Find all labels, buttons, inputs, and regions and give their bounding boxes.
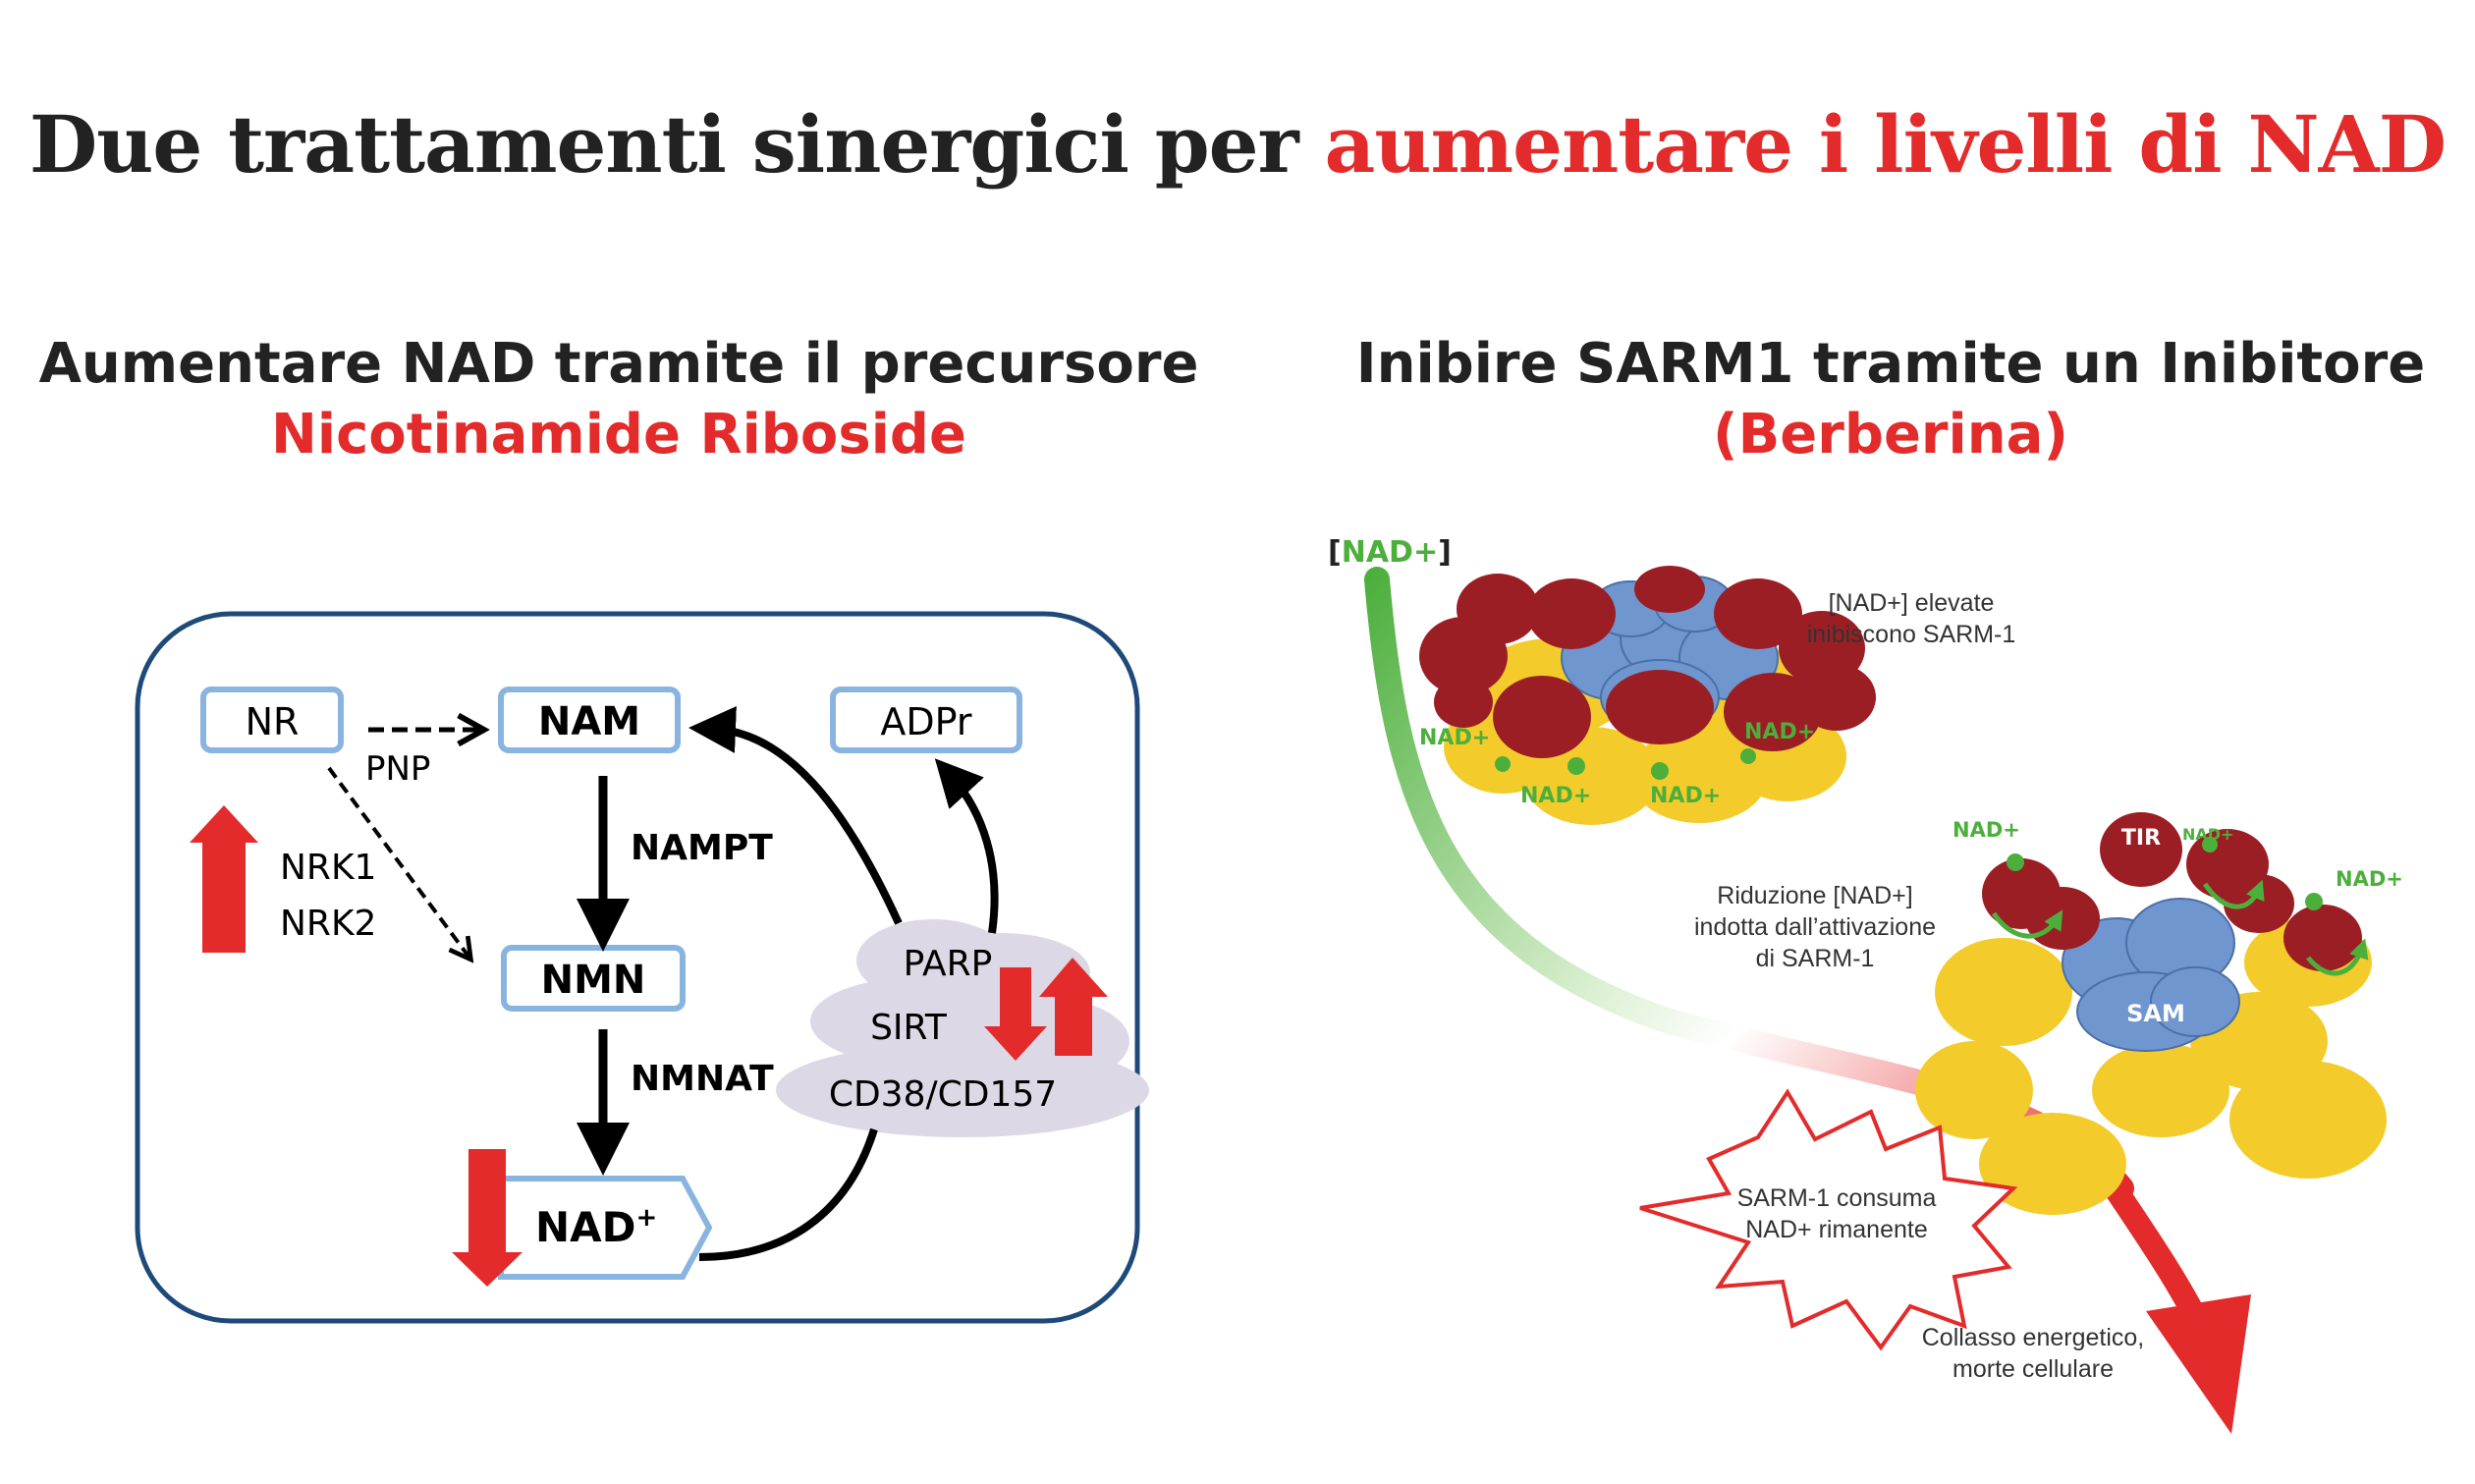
caption-collapse-1: Collasso energetico, xyxy=(1922,1324,2145,1351)
cell-frame xyxy=(135,611,1140,1324)
nad-axis-text: NAD+ xyxy=(1342,535,1438,570)
down-arrow-consumers xyxy=(984,967,1047,1061)
node-nam: NAM xyxy=(498,687,681,753)
arrow-consumers-adpr xyxy=(934,758,999,934)
nad-axis-label: [NAD+] xyxy=(1328,535,1452,570)
nad-label-lower-3: NAD+ xyxy=(2336,867,2403,891)
nad-label-upper-1: NAD+ xyxy=(1419,726,1490,750)
nad-superscript: + xyxy=(636,1203,658,1233)
node-nmn: NMN xyxy=(501,945,686,1012)
enzyme-nrk2: NRK2 xyxy=(280,904,376,944)
left-section-title: Aumentare NAD tramite il precursore Nico… xyxy=(0,329,1238,470)
node-nr: NR xyxy=(200,687,344,753)
right-title-text: Inibire SARM1 tramite un Inibitore xyxy=(1355,332,2426,396)
left-title-text: Aumentare NAD tramite il precursore xyxy=(38,332,1199,396)
caption-reduction-2: indotta dall’attivazione xyxy=(1694,913,1936,941)
nad-pathway-diagram: NR NAM ADPr NMN NAD+ PARP SIRT CD38/CD15… xyxy=(135,611,1149,1324)
main-title-text: Due trattamenti sinergici per xyxy=(28,98,1325,191)
caption-reduction-1: Riduzione [NAD+] xyxy=(1717,882,1912,909)
arrow-consumers-nam xyxy=(688,706,903,925)
enzyme-nrk1: NRK1 xyxy=(280,848,376,888)
right-subtitle: (Berberina) xyxy=(1712,403,2068,467)
collapse-arrow-head xyxy=(2146,1294,2251,1434)
up-arrow-nrk xyxy=(190,805,258,953)
caption-high-nad-1: [NAD+] elevate xyxy=(1829,589,1995,617)
node-adpr: ADPr xyxy=(830,687,1022,753)
up-arrow-consumers xyxy=(1039,958,1108,1056)
label-sam: SAM xyxy=(2126,1000,2185,1027)
nad-label-upper-3: NAD+ xyxy=(1650,784,1721,808)
collapse-arrow-shaft xyxy=(2092,1162,2211,1332)
nad-label-upper-4: NAD+ xyxy=(1744,720,1815,744)
enzyme-nampt: NAMPT xyxy=(631,828,773,868)
green-cycle-arrow-2 xyxy=(2202,879,2265,909)
green-cycle-arrow-1 xyxy=(1991,909,2063,939)
node-nmn-label: NMN xyxy=(541,958,646,1003)
arrow-nr-nmn xyxy=(327,766,469,958)
node-nr-label: NR xyxy=(246,700,300,743)
nad-axis-open: [ xyxy=(1328,535,1342,570)
label-arm: ARM xyxy=(2171,1155,2230,1182)
main-title-accent: aumentare i livelli di NAD xyxy=(1324,98,2448,191)
caption-collapse-2: morte cellulare xyxy=(1952,1355,2114,1383)
sarm1-active-complex: TIR SAM ARM NAD+ NAD+ NAD+ xyxy=(1915,812,2403,1215)
nad-axis-close: ] xyxy=(1438,535,1452,570)
consumption-starburst xyxy=(1639,1088,2018,1351)
node-nam-label: NAM xyxy=(538,699,640,744)
node-adpr-label: ADPr xyxy=(880,700,972,743)
enzyme-nmnat: NMNAT xyxy=(631,1059,774,1099)
consumer-cd38: CD38/CD157 xyxy=(829,1074,1057,1115)
main-title: Due trattamenti sinergici per aumentare … xyxy=(0,98,2475,191)
caption-consume-1: SARM-1 consuma xyxy=(1737,1184,1937,1212)
green-cycle-arrow-3 xyxy=(2306,938,2369,976)
caption-reduction-3: di SARM-1 xyxy=(1756,945,1875,972)
caption-consume-2: NAD+ rimanente xyxy=(1745,1216,1928,1243)
caption-high-nad-2: inibiscono SARM-1 xyxy=(1807,621,2016,648)
arrow-nad-consumers xyxy=(698,1127,878,1261)
node-nad-label: NAD+ xyxy=(535,1203,657,1251)
consumer-parp: PARP xyxy=(904,944,993,984)
label-tir: TIR xyxy=(2121,826,2161,851)
nad-label-lower-1: NAD+ xyxy=(1952,818,2020,842)
left-subtitle: Nicotinamide Riboside xyxy=(271,403,966,467)
nad-label-lower-2: NAD+ xyxy=(2182,825,2233,844)
nad-label-upper-2: NAD+ xyxy=(1520,784,1591,808)
consumer-sirt: SIRT xyxy=(870,1008,948,1048)
right-section-title: Inibire SARM1 tramite un Inibitore (Berb… xyxy=(1306,329,2475,470)
sarm1-inhibited-complex: NAD+ NAD+ NAD+ NAD+ xyxy=(1419,566,1876,825)
nad-text: NAD xyxy=(535,1203,636,1251)
enzyme-pnp: PNP xyxy=(365,749,430,789)
down-arrow-nad xyxy=(452,1149,522,1287)
